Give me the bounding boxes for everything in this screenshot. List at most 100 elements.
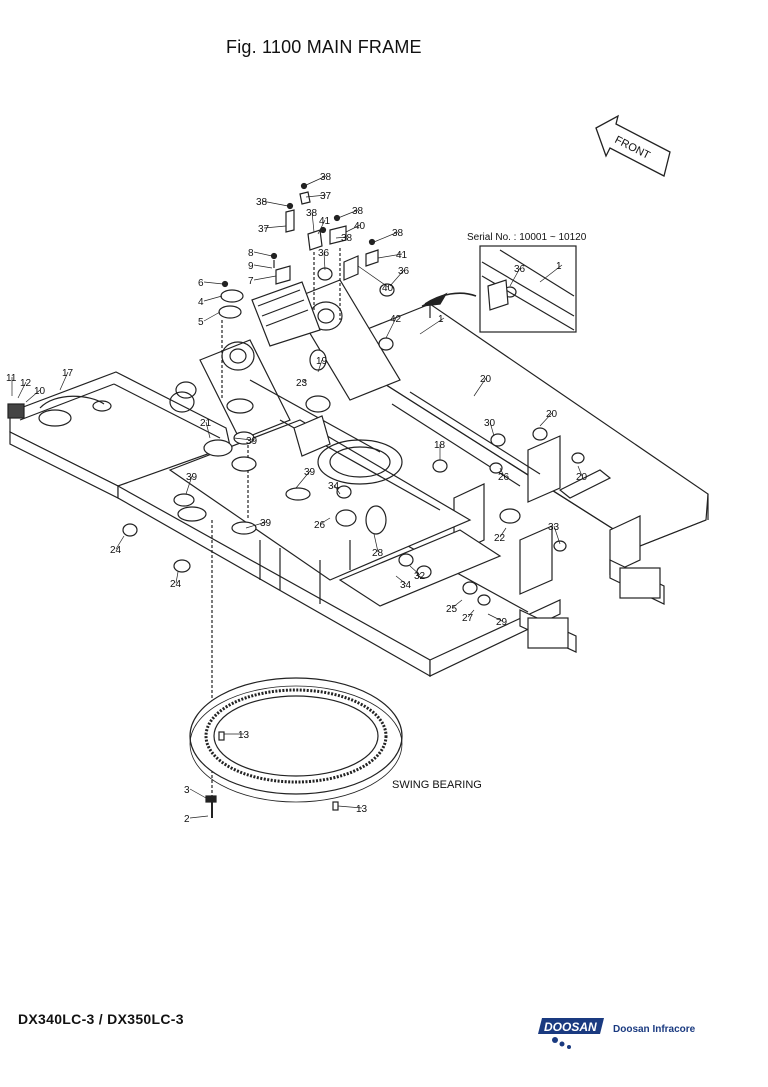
callout-38: 38 xyxy=(320,172,332,183)
callout-17: 17 xyxy=(62,368,74,379)
leader-line xyxy=(25,389,41,403)
callout-22: 22 xyxy=(494,533,506,544)
serial-inset xyxy=(421,245,577,333)
callout-38: 38 xyxy=(352,206,364,217)
leader-line xyxy=(303,175,327,187)
leader-line xyxy=(189,788,207,799)
leader-line xyxy=(409,565,421,576)
leader-line xyxy=(487,613,503,622)
callout-40: 40 xyxy=(382,283,394,294)
serial-label: Serial No. : 10001 ~ 10120 xyxy=(467,232,587,243)
leader-line xyxy=(311,211,315,233)
callout-20: 20 xyxy=(546,409,558,420)
callout-38: 38 xyxy=(392,228,404,239)
leader-line xyxy=(203,281,224,285)
leader-line xyxy=(295,470,311,489)
callout-33: 33 xyxy=(548,522,560,533)
callout-40: 40 xyxy=(354,221,366,232)
callout-1: 1 xyxy=(556,261,562,272)
callout-12: 12 xyxy=(20,378,32,389)
callout-20: 20 xyxy=(480,374,492,385)
callout-38: 38 xyxy=(306,208,318,219)
callout-6: 6 xyxy=(198,278,204,289)
callout-42: 42 xyxy=(390,314,402,325)
leader-line xyxy=(17,381,27,399)
callout-41: 41 xyxy=(319,216,331,227)
leader-line xyxy=(245,521,267,529)
leader-line xyxy=(317,219,326,235)
leader-line xyxy=(553,525,561,545)
right-side-frame xyxy=(359,303,709,653)
leader-line xyxy=(203,311,221,322)
leader-line xyxy=(345,224,361,233)
leader-line xyxy=(115,535,125,550)
callout-27: 27 xyxy=(462,613,474,624)
callout-39: 39 xyxy=(246,436,258,447)
leader-line xyxy=(385,317,397,339)
callout-36: 36 xyxy=(514,264,526,275)
brand-sub: Doosan Infracore xyxy=(613,1024,696,1035)
callout-18: 18 xyxy=(434,440,446,451)
callout-10: 10 xyxy=(34,386,46,397)
leader-line xyxy=(337,209,359,219)
callout-4: 4 xyxy=(198,297,204,308)
callout-32: 32 xyxy=(414,571,426,582)
leader-line xyxy=(451,599,463,609)
leader-line xyxy=(509,267,521,287)
callout-3: 3 xyxy=(184,785,190,796)
callout-28: 28 xyxy=(372,548,384,559)
leader-line xyxy=(539,412,553,427)
leader-line xyxy=(473,377,487,397)
boom-mount xyxy=(169,279,541,511)
callout-11: 11 xyxy=(6,373,17,384)
leader-line xyxy=(203,295,223,302)
logo-dot-3 xyxy=(567,1045,571,1049)
callout-39: 39 xyxy=(186,472,198,483)
callout-34: 34 xyxy=(328,481,340,492)
leader-line xyxy=(261,200,289,207)
leader-line xyxy=(467,609,475,618)
leader-line xyxy=(305,194,327,198)
leader-line xyxy=(373,231,399,243)
callout-21: 21 xyxy=(200,418,212,429)
logo-banner xyxy=(538,1018,604,1034)
leader-line xyxy=(419,317,445,335)
callout-5: 5 xyxy=(198,317,204,328)
leader-line xyxy=(577,465,583,477)
leader-line xyxy=(253,251,273,257)
callout-39: 39 xyxy=(260,518,272,529)
leader-line xyxy=(499,527,507,538)
callout-20: 20 xyxy=(576,472,588,483)
callout-9: 9 xyxy=(248,261,254,272)
leader-line xyxy=(389,269,405,287)
leader-line xyxy=(175,571,179,584)
callout-24: 24 xyxy=(110,545,122,556)
leader-line xyxy=(263,225,287,229)
callout-19: 19 xyxy=(316,356,328,367)
leader-line xyxy=(489,421,495,437)
front-arrow-icon: FRONT xyxy=(595,114,671,177)
leader-line xyxy=(333,484,341,495)
page-title: Fig. 1100 MAIN FRAME xyxy=(226,37,422,57)
main-deck xyxy=(7,371,561,678)
callout-7: 7 xyxy=(248,276,254,287)
brand-name: DOOSAN xyxy=(544,1020,597,1034)
logo-dot-2 xyxy=(559,1041,565,1047)
leader-line xyxy=(499,467,505,477)
leader-line xyxy=(319,517,331,525)
callout-26: 26 xyxy=(498,472,510,483)
callout-13: 13 xyxy=(356,804,368,815)
footer-model: DX340LC-3 / DX350LC-3 xyxy=(18,1011,184,1027)
callout-39: 39 xyxy=(304,467,316,478)
callout-36: 36 xyxy=(318,248,330,259)
callout-29: 29 xyxy=(496,617,508,628)
callout-24: 24 xyxy=(170,579,182,590)
leader-line xyxy=(233,437,253,441)
callout-37: 37 xyxy=(258,224,270,235)
callout-25: 25 xyxy=(446,604,458,615)
callout-2: 2 xyxy=(184,814,190,825)
leader-line xyxy=(395,575,407,585)
doosan-logo: DOOSAN xyxy=(538,1018,604,1049)
leader-line xyxy=(539,264,563,283)
